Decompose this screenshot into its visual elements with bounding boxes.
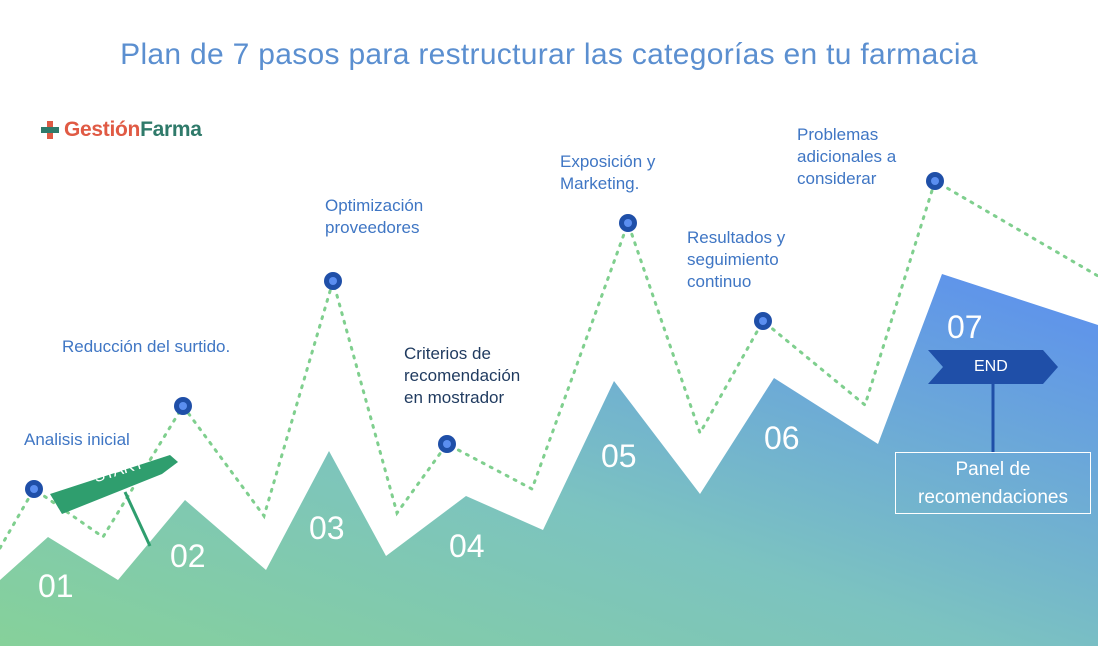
step-number-1: 01 xyxy=(38,568,74,604)
step-dot xyxy=(174,397,192,415)
step-label-7: Problemas adicionales a considerar xyxy=(797,125,897,188)
logo: GestiónFarma xyxy=(40,118,202,142)
step-dot xyxy=(619,214,637,232)
step-number-4: 04 xyxy=(449,528,485,564)
step-number-7: 07 xyxy=(947,309,983,345)
start-sign-pole xyxy=(123,491,152,547)
step-number-6: 06 xyxy=(764,420,800,456)
step-dot xyxy=(754,312,772,330)
step-number-5: 05 xyxy=(601,438,637,474)
step-label-3: Optimización proveedores xyxy=(325,196,424,237)
mountain-range xyxy=(0,274,1098,646)
step-number-2: 02 xyxy=(170,538,206,574)
page-title: Plan de 7 pasos para restructurar las ca… xyxy=(120,38,978,71)
step-label-2: Reducción del surtido. xyxy=(62,337,231,356)
start-sign xyxy=(50,455,178,514)
step-label-1: Analisis inicial xyxy=(24,430,130,449)
step-label-5: Exposición y Marketing. xyxy=(560,152,656,193)
end-sign-label: END xyxy=(974,358,1008,375)
recommendations-panel: Panel de recomendaciones xyxy=(895,452,1091,514)
pharmacy-cross-icon xyxy=(41,121,59,139)
logo-text-gestion: Gestión xyxy=(64,118,141,141)
step-dot xyxy=(324,272,342,290)
step-dot xyxy=(25,480,43,498)
step-number-3: 03 xyxy=(309,510,345,546)
end-sign xyxy=(928,350,1058,384)
step-label-4: Criterios de recomendación en mostrador xyxy=(404,344,521,407)
logo-text-farma: Farma xyxy=(140,118,202,141)
step-dot xyxy=(926,172,944,190)
step-label-6: Resultados y seguimiento continuo xyxy=(687,228,786,291)
step-dot xyxy=(438,435,456,453)
